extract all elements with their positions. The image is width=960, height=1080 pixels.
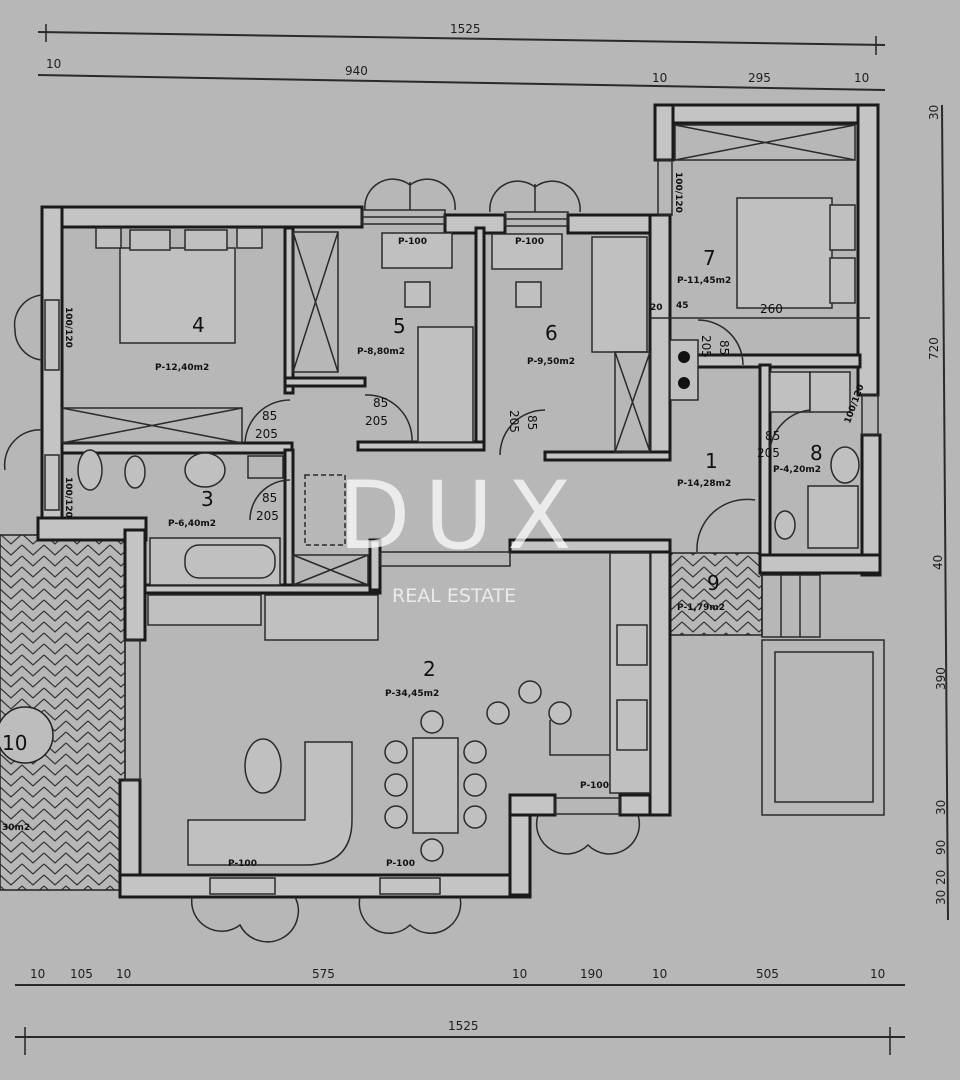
- door-5-height: 205: [365, 414, 388, 428]
- door-3-height: 205: [256, 509, 279, 523]
- furniture: [61, 124, 860, 866]
- room-labels: 1 P-14,28m2 2 P-34,45m2 3 P-6,40m2 4 P-1…: [2, 246, 823, 833]
- dimension-bottom: 10 105 10 575 10 190 10 505 10 1525: [15, 967, 905, 1055]
- dim-bottom-6: 190: [580, 967, 603, 981]
- pool: [761, 639, 885, 816]
- room-1-area: P-14,28m2: [677, 479, 731, 489]
- bed-room-5: [417, 326, 474, 443]
- dim-top-5: 10: [854, 71, 869, 85]
- room-5-number: 5: [393, 314, 406, 338]
- dimension-right: 30 720 40 390 30 90 20 30: [927, 105, 949, 921]
- room-9-area: P-1,79m2: [677, 603, 725, 613]
- dining-table: [412, 737, 459, 834]
- window-label-room-6: P-100: [515, 237, 544, 247]
- door-8-height: 205: [757, 446, 780, 460]
- kitchen-counter: [609, 552, 651, 794]
- window-label-living-1: P-100: [228, 859, 257, 869]
- door-labels: 85 205 85 205 85 205 85 205 85 205 85 20…: [255, 335, 780, 523]
- dim-right-4: 390: [934, 667, 948, 690]
- bed-room-7: [736, 197, 833, 309]
- room-8-area: P-4,20m2: [773, 465, 821, 475]
- room-3-number: 3: [201, 487, 214, 511]
- window-label-room-4: 100/120: [63, 307, 73, 348]
- window-label-kitchen: P-100: [580, 781, 609, 791]
- door-4-width: 85: [262, 409, 277, 423]
- door-7-width: 85: [717, 340, 731, 355]
- dim-top-2: 940: [345, 64, 368, 78]
- terrace-table: [0, 706, 54, 764]
- door-3-width: 85: [262, 491, 277, 505]
- dim-top-3: 10: [652, 71, 667, 85]
- window-labels: P-100 P-100 P-100 P-100 P-100 100/120 10…: [63, 172, 870, 869]
- door-6-width: 85: [525, 415, 539, 430]
- window-label-room-7: 100/120: [673, 172, 683, 213]
- dim-bottom-overall: 1525: [448, 1019, 479, 1033]
- dim-top-overall: 1525: [450, 22, 481, 36]
- dim-right-1: 30: [927, 105, 941, 120]
- window-label-living-2: P-100: [386, 859, 415, 869]
- dim-bottom-4: 575: [312, 967, 335, 981]
- bed-room-6: [591, 236, 648, 353]
- windows: [3, 159, 879, 943]
- dim-right-5: 30: [934, 800, 948, 815]
- watermark-subtitle: REAL ESTATE: [392, 585, 516, 607]
- dim-right-7: 20: [934, 870, 948, 885]
- dim-right-8: 30: [934, 890, 948, 905]
- sofa: [187, 741, 353, 866]
- dim-bottom-1: 10: [30, 967, 45, 981]
- stairs: [761, 574, 821, 638]
- window-label-room-5: P-100: [398, 237, 427, 247]
- room-7-area: P-11,45m2: [677, 276, 731, 286]
- room-2-area: P-34,45m2: [385, 689, 439, 699]
- room-3-area: P-6,40m2: [168, 519, 216, 529]
- dimension-top: 1525 10 940 10 295 10: [37, 22, 886, 91]
- room-4-number: 4: [192, 313, 205, 337]
- room-10-area: 30m2: [2, 823, 30, 833]
- window-label-room-3: 100/120: [63, 477, 73, 518]
- dim-bottom-9: 10: [870, 967, 885, 981]
- entrance-9: [669, 552, 763, 636]
- room-4-area: P-12,40m2: [155, 363, 209, 373]
- door-5-width: 85: [373, 396, 388, 410]
- dim-bottom-7: 10: [652, 967, 667, 981]
- dim-bottom-2: 105: [70, 967, 93, 981]
- room-10-number: 10: [2, 731, 27, 755]
- room-6-number: 6: [545, 321, 558, 345]
- door-7-height: 205: [699, 335, 713, 358]
- door-8-width: 85: [765, 429, 780, 443]
- room-8-number: 8: [810, 441, 823, 465]
- room-6-area: P-9,50m2: [527, 357, 575, 367]
- doors: [244, 319, 811, 553]
- dim-bed-260: 260: [760, 302, 783, 316]
- dim-top-4: 295: [748, 71, 771, 85]
- pool-inner: [774, 651, 874, 803]
- room-7-number: 7: [703, 246, 716, 270]
- watermark-brand: DUX: [338, 462, 586, 571]
- dim-bottom-5: 10: [512, 967, 527, 981]
- room-9-number: 9: [707, 571, 720, 595]
- dim-bottom-8: 505: [756, 967, 779, 981]
- door-6-height: 205: [507, 410, 521, 433]
- bed-room-4: [119, 247, 236, 344]
- door-4-height: 205: [255, 427, 278, 441]
- dim-top-1: 10: [46, 57, 61, 71]
- dim-right-6: 90: [934, 840, 948, 855]
- watermark: DUX REAL ESTATE: [338, 462, 586, 607]
- dim-right-2: 720: [927, 337, 941, 360]
- dim-right-3: 40: [931, 555, 945, 570]
- dim-20: 20: [650, 303, 663, 313]
- dim-bottom-3: 10: [116, 967, 131, 981]
- dim-45: 45: [676, 301, 689, 311]
- room-2-number: 2: [423, 657, 436, 681]
- stove: [669, 339, 699, 401]
- room-1-number: 1: [705, 449, 718, 473]
- room-5-area: P-8,80m2: [357, 347, 405, 357]
